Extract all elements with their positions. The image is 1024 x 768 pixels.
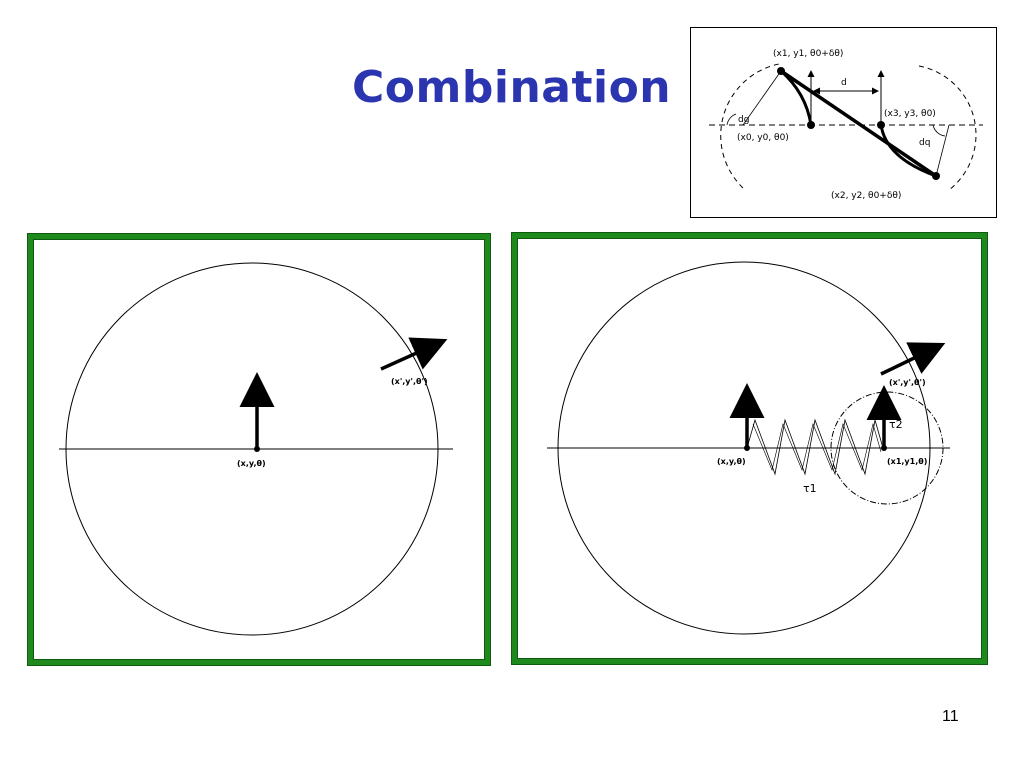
inset-point-0 (807, 121, 815, 129)
inset-point-3 (877, 121, 885, 129)
left-origin-label: (x,y,θ) (237, 459, 266, 468)
left-target-label: (x',y',θ') (391, 377, 428, 386)
inset-left-circle (720, 63, 780, 189)
right-tau1-label: τ1 (803, 482, 817, 495)
right-target-arrow (880, 342, 946, 376)
inset-label-p0: (x0, y0, θ0) (737, 133, 789, 143)
left-origin-point (254, 446, 260, 452)
inset-label-p1: (x1, y1, θ0+δθ) (773, 49, 843, 59)
right-tau2-label: τ2 (889, 418, 903, 431)
slide-title: Combination (352, 62, 672, 113)
right-mid-point (881, 445, 887, 451)
inset-label-dg: dg (738, 115, 749, 125)
inset-dq-line (935, 124, 950, 177)
left-panel-svg: (x,y,θ) (x',y',θ') (59, 262, 453, 636)
inset-diagram-svg: (x1, y1, θ0+δθ) d dg (x0, y0, θ0) (x3, y… (709, 49, 983, 201)
inset-label-d: d (841, 78, 847, 88)
right-local-circle (830, 391, 944, 505)
right-mid-label: (x1,y1,θ) (887, 457, 927, 466)
inset-dg-line (742, 70, 782, 126)
inset-dg-angle (726, 113, 737, 126)
inset-label-p3: (x3, y3, θ0) (884, 109, 936, 119)
right-origin-label: (x,y,θ) (717, 457, 746, 466)
inset-label-p2: (x2, y2, θ0+δθ) (831, 191, 901, 201)
right-panel-svg: (x,y,θ) (x1,y1,θ) (x',y',θ') τ1 τ2 (547, 261, 950, 635)
inset-dq-angle (932, 124, 946, 137)
inset-right-circle (918, 65, 977, 191)
inset-diagonal-segment (780, 69, 937, 178)
left-panel: (x,y,θ) (x',y',θ') (28, 234, 490, 665)
inset-label-dq: dq (919, 138, 930, 148)
right-panel: (x,y,θ) (x1,y1,θ) (x',y',θ') τ1 τ2 (512, 233, 987, 664)
inset-point-1 (777, 67, 785, 75)
right-target-label: (x',y',θ') (889, 378, 926, 387)
inset-right-arc (879, 124, 937, 178)
left-target-arrow (380, 337, 448, 371)
inset-point-2 (932, 172, 940, 180)
right-zigzag-trajectory (746, 418, 884, 476)
right-origin-point (744, 445, 750, 451)
right-zigzag-trajectory-inner (752, 422, 882, 471)
inset-diagram: (x1, y1, θ0+δθ) d dg (x0, y0, θ0) (x3, y… (690, 27, 997, 218)
page-number: 11 (942, 708, 959, 725)
